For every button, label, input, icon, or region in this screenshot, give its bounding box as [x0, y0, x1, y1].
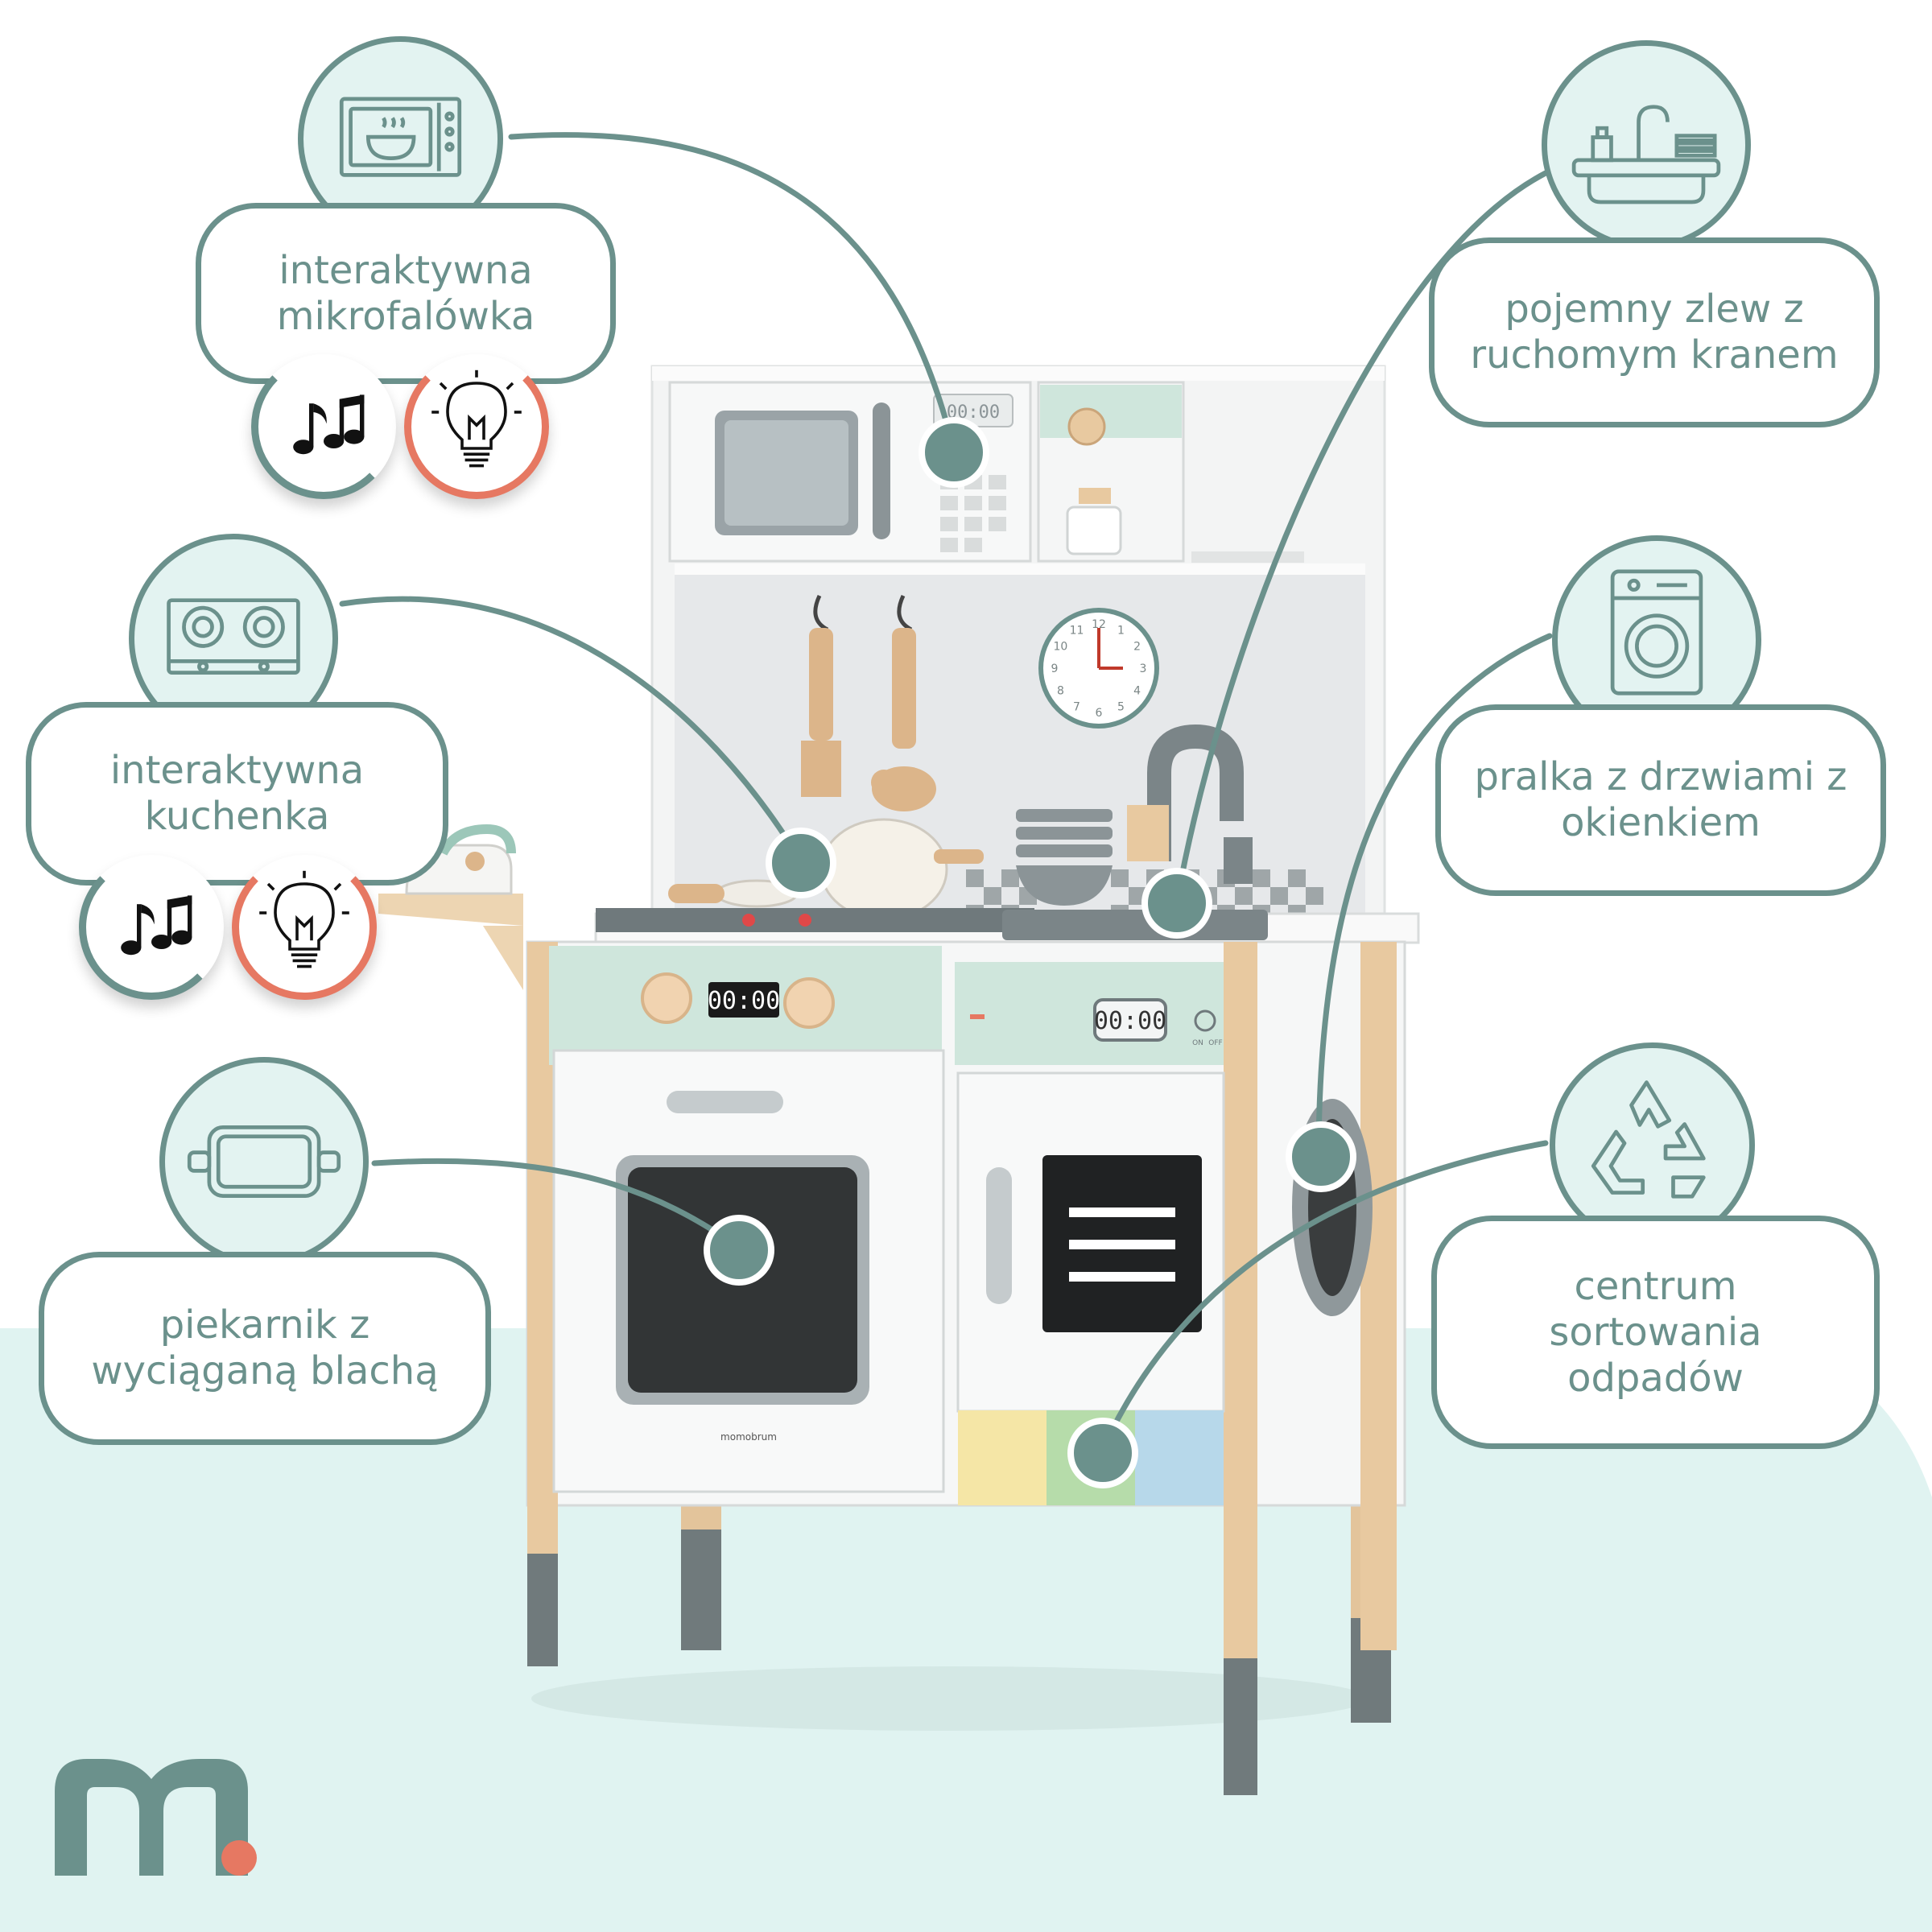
- clock-numeral: 2: [1133, 641, 1141, 654]
- microwave-sound-badge: [251, 354, 396, 499]
- coffee-dial: [1067, 407, 1106, 446]
- washer-control-panel: [955, 962, 1224, 1065]
- clock-numeral: 9: [1051, 663, 1059, 675]
- dot-oven: [704, 1215, 774, 1286]
- svg-text:m: m: [0, 0, 1, 1]
- stove-knob-left: [641, 972, 692, 1024]
- light-bulb-icon: [259, 870, 349, 968]
- wooden-fork: [809, 628, 833, 741]
- stove-sound-badge: [79, 855, 224, 1000]
- stove-label: interaktywna kuchenka: [26, 702, 448, 886]
- sink-feature-icon: [1542, 40, 1751, 250]
- svg-text:momobrum: momobrum: [720, 1431, 777, 1443]
- music-notes-icon: [121, 895, 192, 956]
- front-leg-right: [1224, 942, 1257, 1795]
- clock-numeral: 12: [1092, 618, 1106, 631]
- sink-label: pojemny zlew z ruchomym kranem: [1429, 237, 1880, 427]
- clock-numeral: 5: [1117, 701, 1125, 714]
- clock-numeral: 6: [1096, 707, 1103, 720]
- washing-machine-icon: [1610, 569, 1703, 696]
- oven-label: piekarnik z wyciąganą blachą: [39, 1252, 491, 1445]
- sink-basin: [1002, 910, 1268, 940]
- washer-timer: 00:00: [1094, 1007, 1166, 1035]
- dot-microwave: [919, 417, 989, 488]
- clock-numeral: 8: [1057, 685, 1064, 698]
- stove-light-badge: [232, 855, 377, 1000]
- dot-washer: [1286, 1121, 1356, 1192]
- bin-yellow: [958, 1410, 1046, 1505]
- microwave-icon: [339, 97, 462, 177]
- oven-handle: [667, 1091, 783, 1113]
- sink-faucet: [1147, 724, 1244, 861]
- bin-blue: [1135, 1410, 1224, 1505]
- stove-knob-right: [783, 977, 835, 1029]
- background-teal-shape: [0, 1328, 1932, 1932]
- oven-feature-icon: [159, 1057, 369, 1266]
- microwave-light-badge: [404, 354, 549, 499]
- logo-letter-m: [55, 1759, 248, 1876]
- washer-label: pralka z drzwiami z okienkiem: [1435, 704, 1886, 896]
- recycle-label: centrum sortowania odpadów: [1431, 1216, 1880, 1449]
- logo-dot: [221, 1840, 257, 1876]
- clock-numeral: 10: [1053, 641, 1067, 654]
- cooking-pot: [819, 818, 948, 921]
- clock-numeral: 3: [1140, 663, 1147, 675]
- side-table: [378, 894, 523, 926]
- wooden-spatula: [892, 628, 916, 749]
- microwave-label: interaktywna mikrofalówka: [196, 203, 616, 384]
- clock-numeral: 1: [1117, 624, 1125, 637]
- connector-lines: [339, 132, 1553, 1452]
- coffee-cup: [1066, 506, 1122, 555]
- floor-shadow: [531, 1666, 1368, 1731]
- sink-icon: [1571, 105, 1721, 204]
- recycle-feature-icon: [1550, 1042, 1755, 1248]
- clock-numeral: 11: [1070, 624, 1084, 637]
- baking-tray-icon: [187, 1125, 341, 1198]
- stove-icon: [167, 598, 300, 675]
- dot-stove: [766, 828, 836, 898]
- dot-recycle: [1067, 1418, 1138, 1488]
- svg-text:ON: ON: [1192, 1039, 1203, 1047]
- brand-logo: m: [0, 0, 257, 1876]
- connector-dots: [704, 417, 1356, 1488]
- clock-numeral: 7: [1073, 701, 1080, 714]
- light-bulb-icon: [431, 369, 522, 468]
- clock-numeral: 4: [1133, 685, 1141, 698]
- stove-timer: 00:00: [708, 987, 780, 1015]
- dot-sink: [1141, 868, 1212, 939]
- stovetop: [596, 908, 1034, 932]
- bowls-stack: [1016, 809, 1113, 906]
- svg-text:OFF: OFF: [1208, 1039, 1222, 1047]
- microwave-handle: [873, 402, 890, 539]
- music-notes-icon: [293, 394, 365, 455]
- recycle-icon: [1591, 1080, 1706, 1199]
